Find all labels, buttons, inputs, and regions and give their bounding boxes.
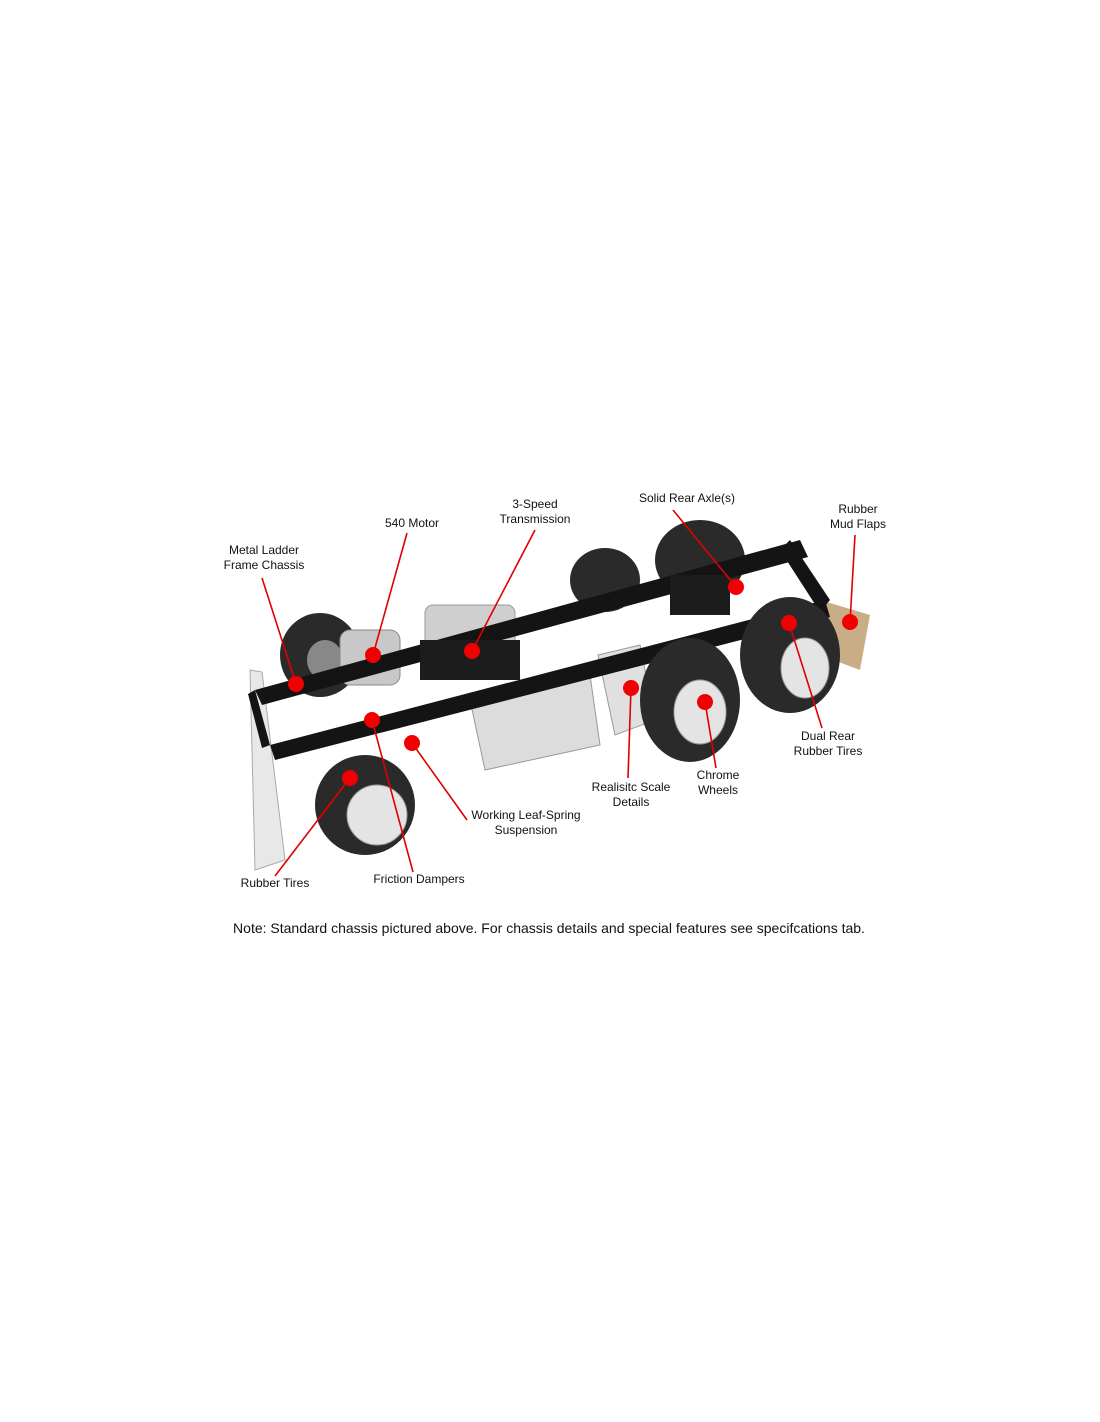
marker-dot — [842, 614, 858, 630]
label-line: Rubber Tires — [793, 744, 863, 758]
marker-dot — [464, 643, 480, 659]
label-line: Solid Rear Axle(s) — [638, 491, 736, 505]
marker-dot — [781, 615, 797, 631]
label-line: Working Leaf-Spring — [471, 808, 581, 822]
label-line: Rubber Tires — [240, 876, 310, 890]
marker-dot — [288, 676, 304, 692]
label-line: 3-Speed — [512, 497, 558, 511]
label-line: Realisitc Scale — [591, 780, 671, 794]
label-line: Rubber — [838, 502, 878, 516]
leader-line — [849, 534, 856, 623]
label-solid-rear-axles: Solid Rear Axle(s) — [639, 491, 735, 506]
label-line: Mud Flaps — [829, 517, 887, 531]
label-line: Dual Rear — [800, 729, 856, 743]
label-line: Frame Chassis — [223, 558, 305, 572]
label-line: Suspension — [494, 823, 558, 837]
label-line: 540 Motor — [384, 516, 440, 530]
leader-line — [372, 532, 408, 656]
leader-line — [261, 577, 297, 685]
marker-dot — [342, 770, 358, 786]
label-540-motor: 540 Motor — [385, 516, 439, 531]
marker-dot — [623, 680, 639, 696]
label-line: Transmission — [499, 512, 571, 526]
label-rubber-tires: Rubber Tires — [241, 876, 310, 891]
marker-dot — [728, 579, 744, 595]
leader-line — [704, 701, 717, 769]
near-wheels — [315, 597, 840, 855]
label-line: Details — [612, 795, 650, 809]
label-line: Friction Dampers — [373, 872, 465, 886]
label-line: Chrome — [696, 768, 740, 782]
leader-line — [274, 777, 351, 877]
leader-line — [411, 742, 468, 821]
leader-line — [627, 687, 632, 779]
chassis-note: Note: Standard chassis pictured above. F… — [233, 920, 865, 936]
leader-line — [371, 719, 414, 873]
marker-dot — [364, 712, 380, 728]
leader-line — [788, 622, 823, 729]
marker-dot — [365, 647, 381, 663]
leader-line — [471, 529, 536, 652]
marker-dot — [697, 694, 713, 710]
leader-line — [672, 509, 737, 588]
label-line: Wheels — [697, 783, 738, 797]
label-friction-dampers: Friction Dampers — [373, 872, 464, 887]
markers — [288, 579, 858, 786]
marker-dot — [404, 735, 420, 751]
label-line: Metal Ladder — [228, 543, 300, 557]
leader-lines — [261, 509, 856, 877]
